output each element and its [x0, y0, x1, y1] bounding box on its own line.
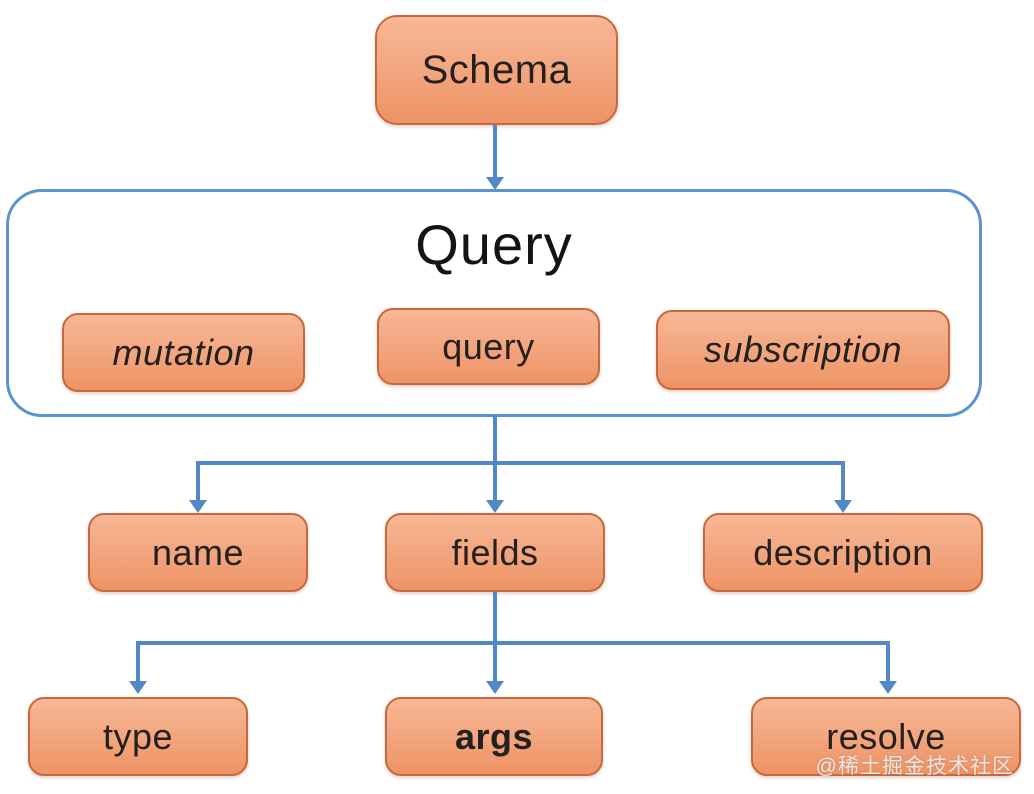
- connector-level3-crossbar: [136, 641, 890, 645]
- connector-group-to-fields: [493, 415, 497, 502]
- arrowhead-name: [189, 500, 207, 513]
- connector-drop-name: [196, 461, 200, 502]
- node-description-label: description: [753, 531, 933, 573]
- node-fields-label: fields: [451, 531, 539, 573]
- arrowhead-fields: [486, 500, 504, 513]
- connector-drop-type: [136, 641, 140, 682]
- arrowhead-resolve: [879, 681, 897, 694]
- connector-level2-crossbar: [196, 461, 845, 465]
- node-type: type: [28, 697, 248, 776]
- arrowhead-schema-to-group: [486, 177, 504, 190]
- node-type-label: type: [102, 715, 174, 757]
- node-query: query: [377, 308, 600, 385]
- connector-fields-to-args: [493, 592, 497, 682]
- query-group-title: Query: [415, 213, 573, 276]
- node-name-label: name: [151, 531, 245, 573]
- node-description: description: [703, 513, 983, 592]
- watermark: @稀土掘金技术社区: [815, 755, 1014, 778]
- connector-schema-to-group: [493, 125, 497, 178]
- node-subscription-label: subscription: [703, 329, 903, 370]
- node-name: name: [88, 513, 308, 592]
- node-fields: fields: [385, 513, 605, 592]
- node-resolve: resolve: [751, 697, 1021, 776]
- node-schema-label: Schema: [421, 47, 572, 92]
- node-resolve-label: resolve: [826, 715, 946, 757]
- arrowhead-description: [834, 500, 852, 513]
- node-mutation-label: mutation: [112, 331, 255, 373]
- node-query-label: query: [442, 325, 535, 367]
- connector-drop-description: [841, 461, 845, 502]
- connector-drop-resolve: [886, 641, 890, 682]
- node-args: args: [385, 697, 603, 776]
- node-args-label: args: [454, 715, 534, 757]
- node-subscription: subscription: [656, 310, 950, 390]
- arrowhead-type: [129, 681, 147, 694]
- node-mutation: mutation: [62, 313, 305, 392]
- node-schema: Schema: [375, 15, 618, 125]
- arrowhead-args: [486, 681, 504, 694]
